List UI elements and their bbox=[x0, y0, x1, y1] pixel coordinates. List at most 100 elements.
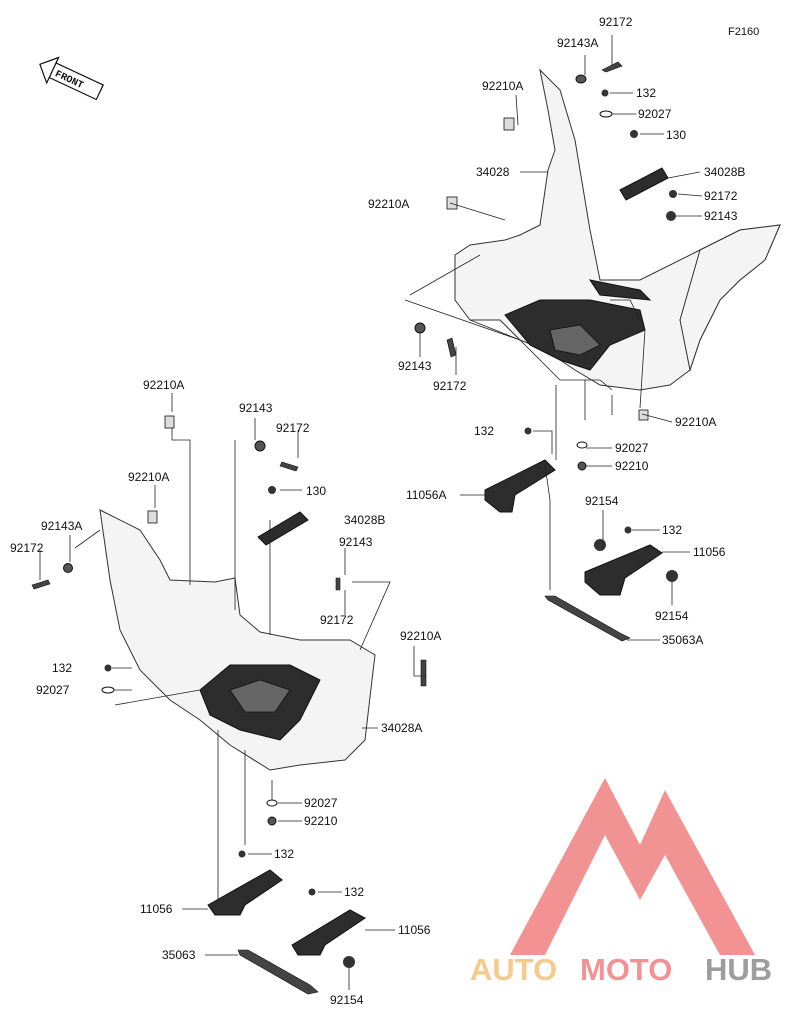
bolt-130-left bbox=[268, 486, 276, 494]
label-left-92143: 92143 bbox=[239, 401, 273, 415]
watermark-auto: AUTO bbox=[470, 952, 557, 987]
right-fender-flap bbox=[679, 224, 781, 372]
screw-92172 bbox=[601, 61, 623, 73]
label-left-11056: 11056 bbox=[140, 902, 173, 916]
label-92027-mid: 92027 bbox=[615, 441, 649, 455]
label-92027-top: 92027 bbox=[638, 107, 672, 121]
clip-92210A-left-2 bbox=[147, 510, 158, 524]
label-left-11056-b: 11056 bbox=[398, 923, 431, 937]
label-92210-mid: 92210 bbox=[615, 459, 649, 473]
label-92172-mid: 92172 bbox=[704, 189, 738, 203]
label-92143-low: 92143 bbox=[398, 359, 432, 373]
label-left-132: 132 bbox=[52, 661, 72, 675]
label-132-mid: 132 bbox=[474, 424, 494, 438]
bar-35063 bbox=[237, 949, 319, 995]
label-132-right: 132 bbox=[662, 523, 682, 537]
screw-92172-b bbox=[669, 190, 677, 198]
label-left-130: 130 bbox=[306, 484, 326, 498]
label-92143A-top: 92143A bbox=[557, 36, 598, 50]
label-92210A-right: 92210A bbox=[675, 415, 716, 429]
right-footboard-assembly bbox=[404, 35, 781, 642]
washer-92027-left bbox=[101, 686, 115, 694]
label-left-34028B: 34028B bbox=[344, 513, 385, 527]
bolt-92154-a bbox=[594, 539, 606, 551]
watermark-hub: HUB bbox=[705, 952, 772, 987]
bar-35063A bbox=[544, 595, 631, 642]
bolt-132 bbox=[601, 89, 609, 97]
watermark-triangle-icon bbox=[510, 778, 755, 955]
washer-92143A-left bbox=[63, 563, 73, 573]
label-left-92172-far: 92172 bbox=[10, 541, 44, 555]
washer-92027-left-b bbox=[266, 799, 278, 807]
bolt-132-right bbox=[624, 526, 632, 534]
bracket-11056 bbox=[584, 544, 663, 596]
label-left-92210A-2: 92210A bbox=[128, 470, 169, 484]
screw-92172-far-left bbox=[31, 579, 51, 590]
label-left-92027: 92027 bbox=[36, 683, 70, 697]
clip-92210A-b-left bbox=[420, 659, 427, 687]
label-left-92172-b: 92172 bbox=[320, 613, 354, 627]
figure-ref: F2160 bbox=[728, 26, 759, 38]
label-11056-right: 11056 bbox=[693, 545, 726, 559]
front-arrow-icon: FRONT bbox=[39, 56, 104, 101]
bracket-11056A bbox=[484, 459, 556, 513]
washer-92143 bbox=[666, 211, 676, 221]
label-130: 130 bbox=[666, 128, 686, 142]
footboard-34028A bbox=[99, 509, 376, 771]
screw-92172-b bbox=[335, 577, 341, 591]
label-left-92143-b: 92143 bbox=[339, 535, 373, 549]
clip-92210A bbox=[503, 117, 515, 131]
nut-92210 bbox=[577, 461, 587, 471]
screw-92172-left bbox=[279, 461, 299, 472]
label-92210A-mid: 92210A bbox=[368, 197, 409, 211]
label-132-top: 132 bbox=[636, 86, 656, 100]
label-left-34028A: 34028A bbox=[381, 721, 422, 735]
label-92172-low: 92172 bbox=[433, 379, 467, 393]
clip-92210A-left bbox=[164, 415, 175, 429]
left-footboard-assembly bbox=[31, 393, 427, 995]
bracket-11056-left-b bbox=[291, 909, 366, 956]
label-left-92210A-top: 92210A bbox=[143, 378, 184, 392]
washer-92143-low bbox=[414, 322, 426, 334]
label-92172-top: 92172 bbox=[599, 15, 633, 29]
bolt-132-mid bbox=[524, 427, 532, 435]
bolt-132-left bbox=[104, 664, 112, 672]
washer-92027 bbox=[599, 110, 613, 118]
pad-34028B bbox=[619, 167, 669, 201]
bolt-130 bbox=[630, 130, 638, 138]
label-left-92027-b: 92027 bbox=[304, 796, 338, 810]
label-left-92210: 92210 bbox=[304, 814, 338, 828]
label-34028: 34028 bbox=[476, 165, 510, 179]
washer-92143-left bbox=[254, 440, 266, 452]
label-left-35063: 35063 bbox=[162, 948, 196, 962]
label-11056A: 11056A bbox=[406, 488, 446, 502]
label-left-92143A: 92143A bbox=[41, 519, 82, 533]
nut-92210-left bbox=[267, 816, 277, 826]
label-left-92210A-b: 92210A bbox=[400, 629, 441, 643]
label-left-132-c: 132 bbox=[344, 885, 364, 899]
watermark-logo: AUTO MOTO HUB bbox=[470, 778, 772, 987]
pad-34028B-left bbox=[257, 511, 309, 546]
label-92154-b: 92154 bbox=[655, 609, 689, 623]
washer-92143A bbox=[575, 74, 587, 84]
bolt-132-left-c bbox=[308, 888, 316, 896]
label-92154-a: 92154 bbox=[585, 494, 619, 508]
label-left-92154: 92154 bbox=[330, 993, 364, 1007]
clip-92210A-b bbox=[446, 196, 458, 210]
watermark-moto: MOTO bbox=[580, 952, 672, 987]
bolt-92154-left bbox=[343, 956, 355, 968]
label-92210A-top: 92210A bbox=[482, 79, 523, 93]
clip-92210A-right bbox=[638, 409, 649, 421]
washer-92027-mid bbox=[576, 441, 588, 449]
label-left-92172: 92172 bbox=[276, 421, 310, 435]
bolt-132-left-b bbox=[238, 850, 246, 858]
label-left-132-b: 132 bbox=[274, 847, 294, 861]
screw-92172-low bbox=[446, 337, 457, 358]
label-34028B: 34028B bbox=[704, 165, 745, 179]
label-92143-mid: 92143 bbox=[704, 209, 738, 223]
bolt-92154-b bbox=[666, 570, 678, 582]
label-35063A: 35063A bbox=[662, 633, 703, 647]
bracket-11056-left bbox=[207, 869, 283, 916]
